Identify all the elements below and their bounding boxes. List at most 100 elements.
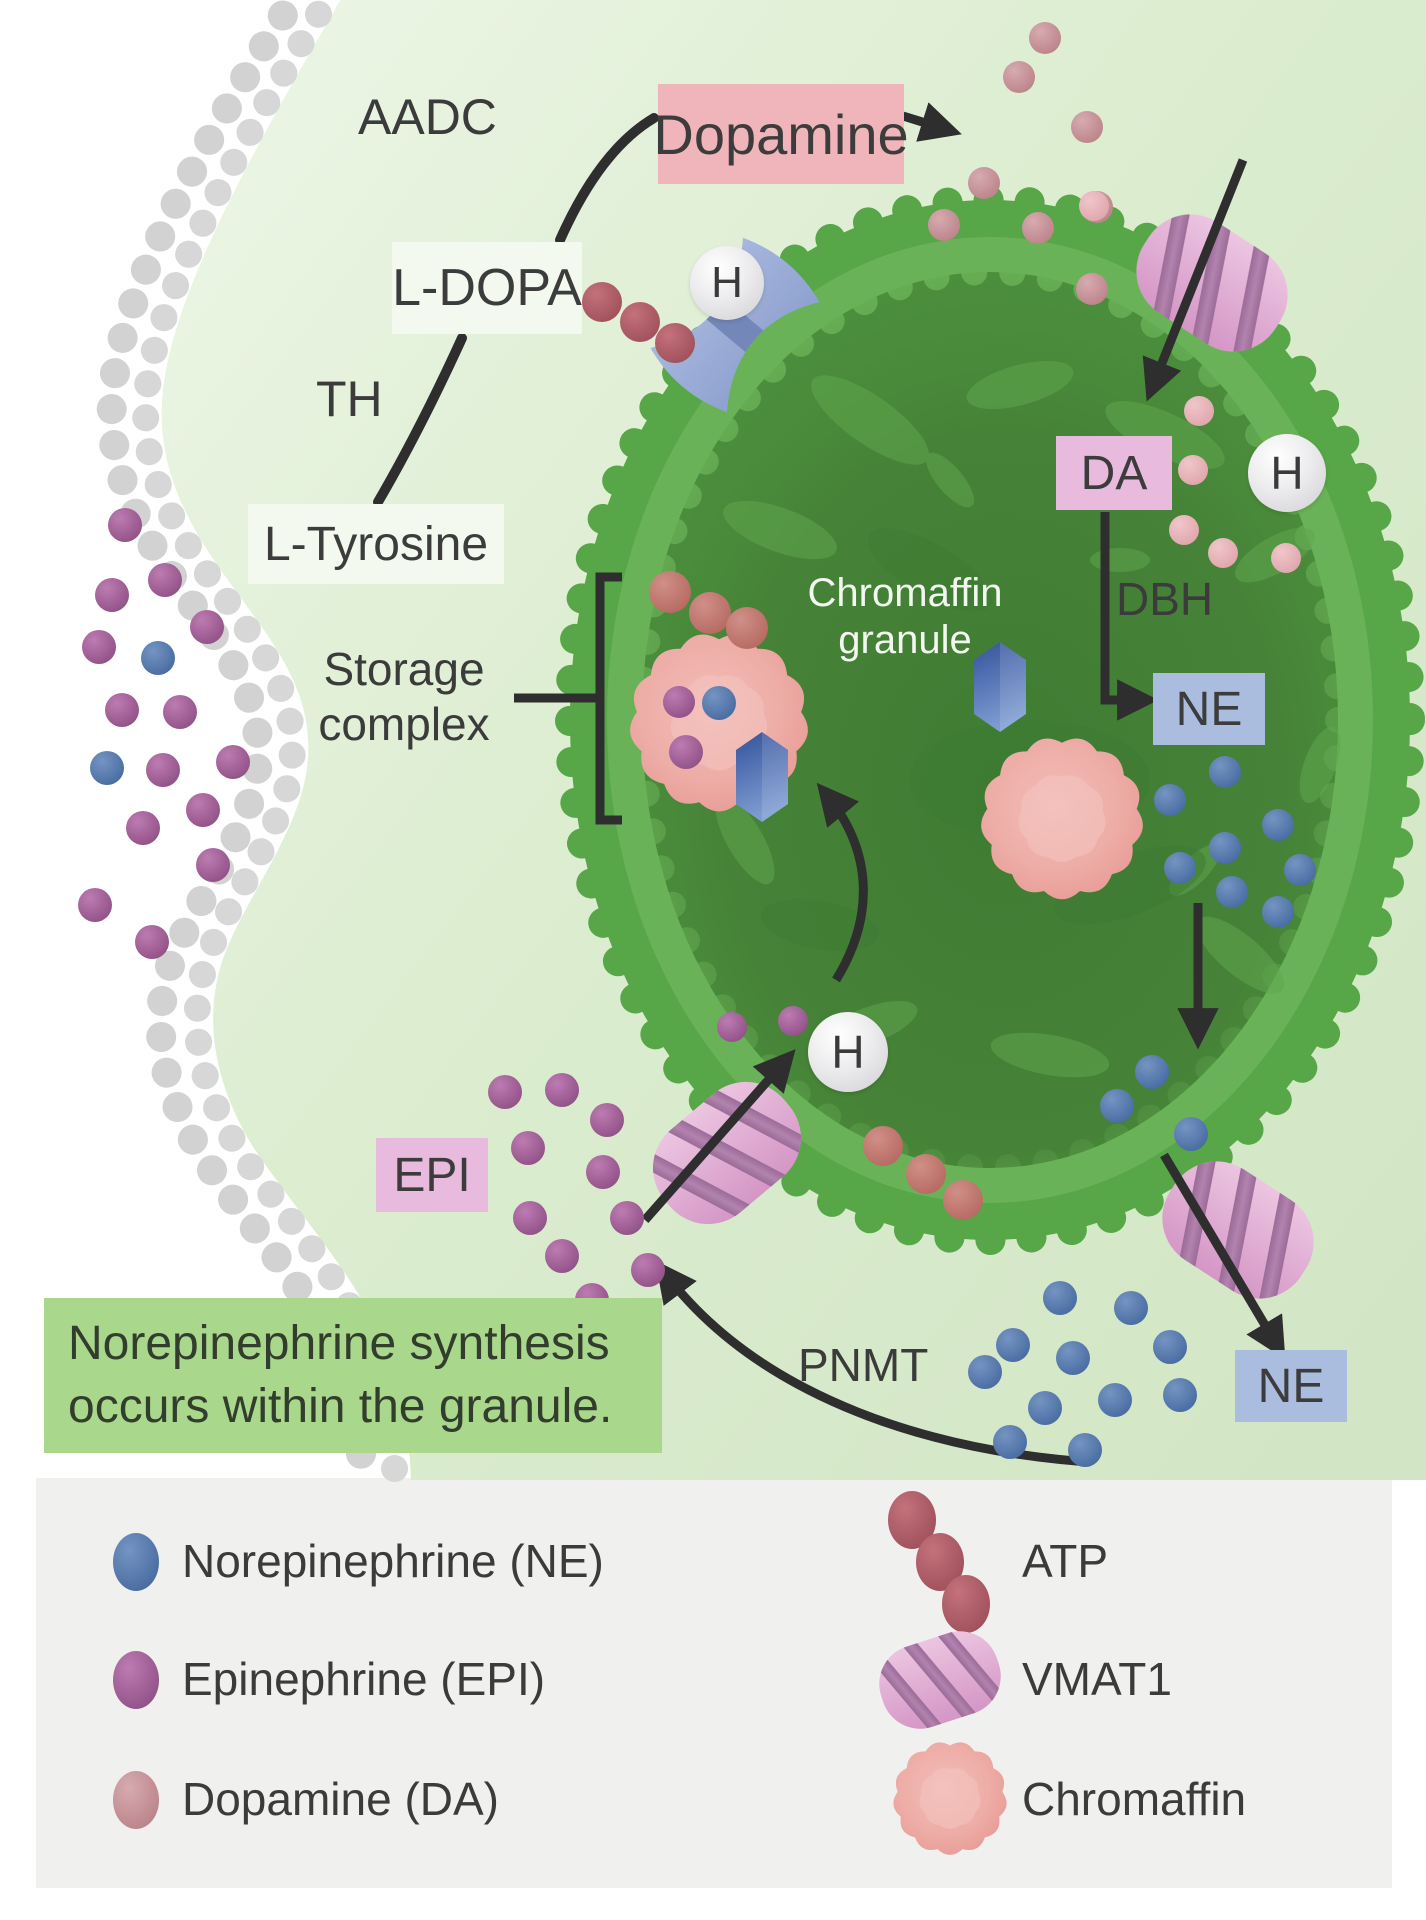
- epi-dot: [82, 630, 116, 664]
- granule-texture: [1105, 401, 1225, 469]
- atp-dot: [582, 282, 622, 322]
- dopamine-dot: [1022, 212, 1054, 244]
- atp-dot: [689, 592, 731, 634]
- storage-hexagon: [736, 732, 788, 822]
- atp-dot: [906, 1154, 946, 1194]
- note-callout: Norepinephrine synthesis occurs within t…: [44, 1298, 662, 1453]
- label-epi: EPI: [376, 1138, 488, 1212]
- epi-dot: [148, 563, 182, 597]
- legend-epi-dot: [113, 1651, 159, 1709]
- epi-dot: [196, 848, 230, 882]
- pathway-line-th: [373, 333, 467, 507]
- cell-membrane-outer: [96, 0, 378, 1493]
- granule-texture: [925, 452, 975, 508]
- atp-dot: [943, 1180, 983, 1220]
- epi-dot: [631, 1253, 665, 1287]
- ne-dot: [1174, 1117, 1208, 1151]
- granule-texture: [715, 795, 775, 885]
- dopamine-dot: [1079, 191, 1109, 221]
- storage-complex-contents: [663, 686, 788, 822]
- epi-dot: [590, 1103, 624, 1137]
- epi-dot: [511, 1131, 545, 1165]
- ne-dot: [141, 641, 175, 675]
- epi-dot: [78, 888, 112, 922]
- ne-dot: [1135, 1055, 1169, 1089]
- legend-label-chromaffin: Chromaffin: [1022, 1773, 1247, 1825]
- storage-complex-bracket: [514, 572, 622, 825]
- ne-dot: [968, 1355, 1002, 1389]
- legend-label-atp: ATP: [1022, 1535, 1109, 1587]
- granule-texture: [1090, 548, 1150, 572]
- dopamine-dot: [928, 209, 960, 241]
- flow-arrows: [641, 102, 1286, 1467]
- legend-da-dot: [113, 1771, 159, 1829]
- granule-texture: [760, 899, 880, 951]
- ne-dot: [993, 1425, 1027, 1459]
- ne-dot: [1209, 756, 1241, 788]
- ne-dot: [1164, 852, 1196, 884]
- pathway-line-aadc: [555, 113, 659, 245]
- atp-dot: [863, 1126, 903, 1166]
- epi-dot: [545, 1239, 579, 1273]
- dopamine-dot: [968, 167, 1000, 199]
- legend-label-dopamine: Dopamine (DA): [182, 1773, 499, 1825]
- dopamine-dot: [1029, 22, 1061, 54]
- legend-ne-dot: [113, 1533, 159, 1591]
- epi-dot: [108, 508, 142, 542]
- atp-dot: [655, 323, 695, 363]
- legend-atp-icon: [888, 1491, 990, 1633]
- dopamine-dot: [1271, 543, 1301, 573]
- ne-dot: [1284, 854, 1316, 886]
- granule-chromaffin-protein-texture: [1018, 775, 1106, 863]
- epi-dot: [190, 610, 224, 644]
- label-aadc: AADC: [358, 89, 497, 145]
- ne-dot: [1043, 1281, 1077, 1315]
- dopamine-dot: [1208, 538, 1238, 568]
- ne-dot: [996, 1328, 1030, 1362]
- granule-texture: [1299, 727, 1341, 803]
- granule-texture: [966, 361, 1074, 409]
- epi-dot: [105, 693, 139, 727]
- label-l-tyrosine: L-Tyrosine: [248, 504, 504, 584]
- atp-dot: [620, 302, 660, 342]
- label-th: TH: [316, 371, 383, 427]
- epi-dot: [95, 578, 129, 612]
- label-ne-exit: NE: [1235, 1350, 1347, 1422]
- ne-dot: [1154, 784, 1186, 816]
- legend-panel: [36, 1478, 1392, 1888]
- ne-dot: [1068, 1433, 1102, 1467]
- molecule-dots: [78, 22, 1316, 1467]
- dopamine-dot: [1184, 396, 1214, 426]
- ne-dot: [1209, 832, 1241, 864]
- epi-dot: [717, 1012, 747, 1042]
- label-chromaffin-granule: Chromaffin granule: [780, 570, 1030, 664]
- ne-dot: [1163, 1378, 1197, 1412]
- legend-chromaffin-icon-texture: [919, 1768, 981, 1829]
- label-dopamine: Dopamine: [653, 84, 909, 184]
- label-ne: NE: [1153, 673, 1265, 745]
- granule-texture: [1195, 916, 1285, 994]
- epi-dot: [146, 753, 180, 787]
- epi-dot: [186, 793, 220, 827]
- proton-h-right: H: [1248, 434, 1326, 512]
- legend-icons: [113, 1491, 1020, 1829]
- ne-dot: [1153, 1330, 1187, 1364]
- epi-dot: [216, 745, 250, 779]
- epi-dot: [545, 1073, 579, 1107]
- epi-dot: [778, 1006, 808, 1036]
- label-pnmt: PNMT: [798, 1339, 929, 1391]
- epi-dot: [135, 925, 169, 959]
- epi-dot: [163, 695, 197, 729]
- granule-texture: [868, 528, 992, 612]
- label-da: DA: [1056, 436, 1172, 510]
- dopamine-dot: [1003, 61, 1035, 93]
- cell-membrane-inner: [132, 0, 409, 1492]
- ne-dot: [90, 751, 124, 785]
- dopamine-dot: [1071, 111, 1103, 143]
- atp-dot: [649, 571, 691, 613]
- proton-h-bottom: H: [808, 1012, 888, 1092]
- label-l-dopa: L-DOPA: [392, 242, 582, 334]
- ne-dot: [1056, 1341, 1090, 1375]
- granule-label-line2: granule: [838, 618, 972, 663]
- ne-dot: [1028, 1391, 1062, 1425]
